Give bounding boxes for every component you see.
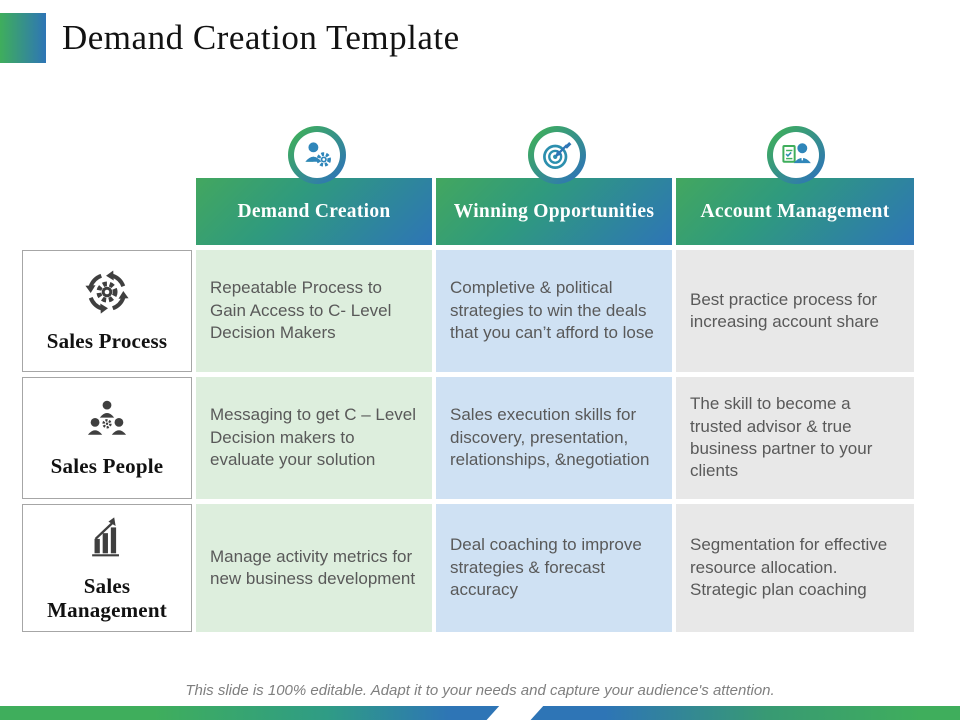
row-header-sales-process: Sales Process: [22, 250, 192, 372]
cell-sales-process-demand-creation: Repeatable Process to Gain Access to C- …: [196, 250, 432, 372]
demand-creation-circle: [288, 126, 346, 184]
team-gear-icon: [84, 398, 130, 440]
account-management-circle: [767, 126, 825, 184]
person-gear-icon: [294, 132, 340, 178]
row-label: Sales People: [50, 453, 164, 478]
column-header-account-management: Account Management: [676, 178, 914, 245]
title-accent-bar: [0, 13, 46, 63]
table-corner-spacer: [22, 178, 192, 245]
cell-sales-management-account-management: Segmentation for effective resource allo…: [676, 504, 914, 632]
column-header-winning-opportunities: Winning Opportunities: [436, 178, 672, 245]
cell-sales-process-account-management: Best practice process for increasing acc…: [676, 250, 914, 372]
row-label: Sales Management: [47, 573, 167, 622]
page-title: Demand Creation Template: [62, 18, 460, 57]
cell-sales-people-demand-creation: Messaging to get C – Level Decision make…: [196, 377, 432, 499]
cell-sales-management-demand-creation: Manage activity metrics for new business…: [196, 504, 432, 632]
bottom-bar-slash: [482, 706, 546, 720]
cell-sales-management-winning-opportunities: Deal coaching to improve strategies & fo…: [436, 504, 672, 632]
column-header-demand-creation: Demand Creation: [196, 178, 432, 245]
footer-note: This slide is 100% editable. Adapt it to…: [185, 682, 775, 699]
cell-sales-people-account-management: The skill to become a trusted advisor & …: [676, 377, 914, 499]
row-label: Sales Process: [46, 328, 168, 353]
cell-sales-people-winning-opportunities: Sales execution skills for discovery, pr…: [436, 377, 672, 499]
target-arrow-icon: [534, 132, 580, 178]
process-cycle-gear-icon: [84, 269, 130, 315]
person-document-icon: [773, 132, 819, 178]
winning-opportunities-circle: [528, 126, 586, 184]
growth-chart-icon: [84, 514, 130, 560]
demand-table: Demand Creation Winning Opportunities Ac…: [22, 178, 914, 632]
bottom-accent-bar: [0, 706, 960, 720]
row-header-sales-people: Sales People: [22, 377, 192, 499]
cell-sales-process-winning-opportunities: Completive & political strategies to win…: [436, 250, 672, 372]
row-header-sales-management: Sales Management: [22, 504, 192, 632]
